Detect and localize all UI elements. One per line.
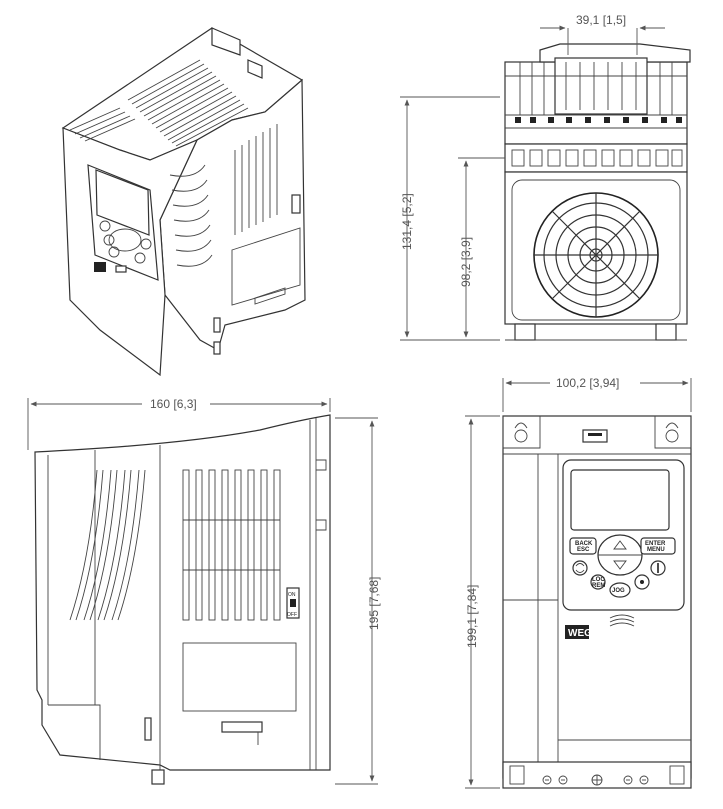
dim-front-slot: 39,1 [1,5]	[540, 13, 665, 55]
side-view: ON OFF	[34, 414, 331, 785]
rotation-key	[572, 560, 588, 576]
menu-key-label: MENU	[647, 547, 665, 553]
rem-key-label: REM	[592, 583, 605, 589]
dim-front-height-label: 131,4 [5,2]	[400, 193, 414, 250]
esc-key-label: ESC	[577, 547, 590, 553]
loc-key-label: LOC	[592, 577, 605, 583]
dim-side-depth-label: 160 [6,3]	[150, 397, 197, 411]
switch-on-label: ON	[288, 592, 296, 598]
dim-front-fan-label: 98,2 [3,9]	[459, 237, 473, 287]
weg-logo	[565, 625, 589, 639]
dim-side-depth: 160 [6,3]	[27, 397, 331, 450]
dim-front-slot-label: 39,1 [1,5]	[576, 13, 626, 27]
jog-key	[609, 582, 631, 598]
arrow-down-icon	[613, 560, 627, 570]
dim-panel-height: 199,1 [7,84]	[465, 415, 500, 789]
dim-panel-width: 100,2 [3,94]	[502, 376, 692, 412]
enter-key-label: ENTER	[645, 541, 666, 547]
dim-panel-height-label: 199,1 [7,84]	[465, 585, 479, 648]
panel-view: BACK ESC ENTER MENU LOC REM JOG WEG	[502, 415, 692, 789]
arrow-up-icon	[613, 540, 627, 550]
enter-menu-key	[640, 537, 676, 555]
back-esc-key	[569, 537, 597, 555]
back-key-label: BACK	[575, 541, 593, 547]
dim-side-height: 195 [7,68]	[335, 417, 381, 785]
loc-rem-key	[590, 574, 606, 590]
dim-front-height: 131,4 [5,2]	[400, 96, 500, 341]
switch-off-label: OFF	[287, 612, 297, 618]
dim-side-height-label: 195 [7,68]	[367, 577, 381, 630]
dim-panel-width-label: 100,2 [3,94]	[556, 376, 619, 390]
weg-logo-text: WEG	[568, 628, 592, 639]
isometric-view	[61, 27, 306, 377]
front-view	[504, 43, 691, 341]
display-screen	[570, 469, 670, 531]
jog-key-label: JOG	[612, 588, 625, 594]
dim-front-fan: 98,2 [3,9]	[458, 157, 505, 338]
